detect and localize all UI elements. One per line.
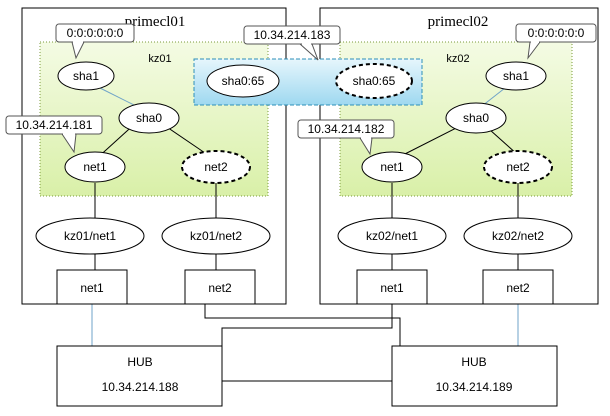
port-primecl01-net1 <box>56 269 128 305</box>
kz01-sha1-address: 0:0:0:0:0:0 <box>67 26 124 40</box>
kz02-net1-address: 10.34.214.182 <box>308 122 385 136</box>
hub-right-label: HUB <box>461 355 486 369</box>
kz02-net1 <box>361 151 423 183</box>
vnic-kz02-net2 <box>463 217 573 255</box>
port-primecl01-net1-label: net1 <box>80 281 104 295</box>
hub-left <box>56 345 223 407</box>
host-title-primecl01: primecl01 <box>125 14 186 30</box>
takeover-address: 10.34.214.183 <box>254 28 331 42</box>
takeover-if-left <box>206 64 280 98</box>
kz02-sha0-label: sha0 <box>463 111 489 125</box>
zone-label-kz02: kz02 <box>446 53 469 65</box>
kz01-sha1-label: sha1 <box>73 69 99 83</box>
vnic-kz01-net2-label: kz01/net2 <box>190 229 242 243</box>
kz02-sha1-address-box <box>515 23 597 43</box>
kz01-net2 <box>181 150 251 184</box>
takeover-address-box <box>243 25 341 45</box>
hub-right-address: 10.34.214.189 <box>436 380 513 394</box>
kz02-sha1-address: 0:0:0:0:0:0 <box>528 26 585 40</box>
kz01-net1 <box>64 151 126 183</box>
vnic-kz01-net1 <box>35 217 145 255</box>
vnic-kz02-net1 <box>337 217 447 255</box>
takeover-if-left-label: sha0:65 <box>222 74 265 88</box>
kz01-net1-address-box <box>5 115 103 135</box>
port-primecl01-net2 <box>184 269 256 305</box>
hub-left-label: HUB <box>127 355 152 369</box>
port-primecl02-net2-label: net2 <box>506 281 530 295</box>
kz01-sha0 <box>118 102 180 134</box>
vnic-kz01-net1-label: kz01/net1 <box>64 229 116 243</box>
kz02-sha1-label: sha1 <box>503 69 529 83</box>
hub-left-address: 10.34.214.188 <box>102 380 179 394</box>
port-primecl02-net1 <box>356 269 428 305</box>
vnic-kz02-net2-label: kz02/net2 <box>492 229 544 243</box>
takeover-if-right-label: sha0:65 <box>353 74 396 88</box>
kz01-net2-label: net2 <box>204 160 228 174</box>
port-primecl02-net1-label: net1 <box>380 281 404 295</box>
hub-right <box>391 345 558 407</box>
zone-label-kz01: kz01 <box>148 53 171 65</box>
kz01-net1-address: 10.34.214.181 <box>16 118 93 132</box>
kz02-sha1 <box>485 61 547 91</box>
kz02-net1-label: net1 <box>380 160 404 174</box>
port-primecl02-net2 <box>482 269 554 305</box>
vnic-kz01-net2 <box>161 217 271 255</box>
kz02-net2 <box>483 150 553 184</box>
kz02-net2-label: net2 <box>506 160 530 174</box>
kz01-sha1-address-box <box>55 23 135 43</box>
kz01-net1-label: net1 <box>83 160 107 174</box>
kz01-sha0-label: sha0 <box>136 111 162 125</box>
kz02-sha0 <box>445 102 507 134</box>
takeover-if-right <box>335 63 413 99</box>
host-title-primecl02: primecl02 <box>428 14 489 30</box>
port-primecl01-net2-label: net2 <box>208 281 232 295</box>
kz01-sha1 <box>57 61 115 91</box>
kz02-net1-address-box <box>297 119 395 139</box>
vnic-kz02-net1-label: kz02/net1 <box>366 229 418 243</box>
